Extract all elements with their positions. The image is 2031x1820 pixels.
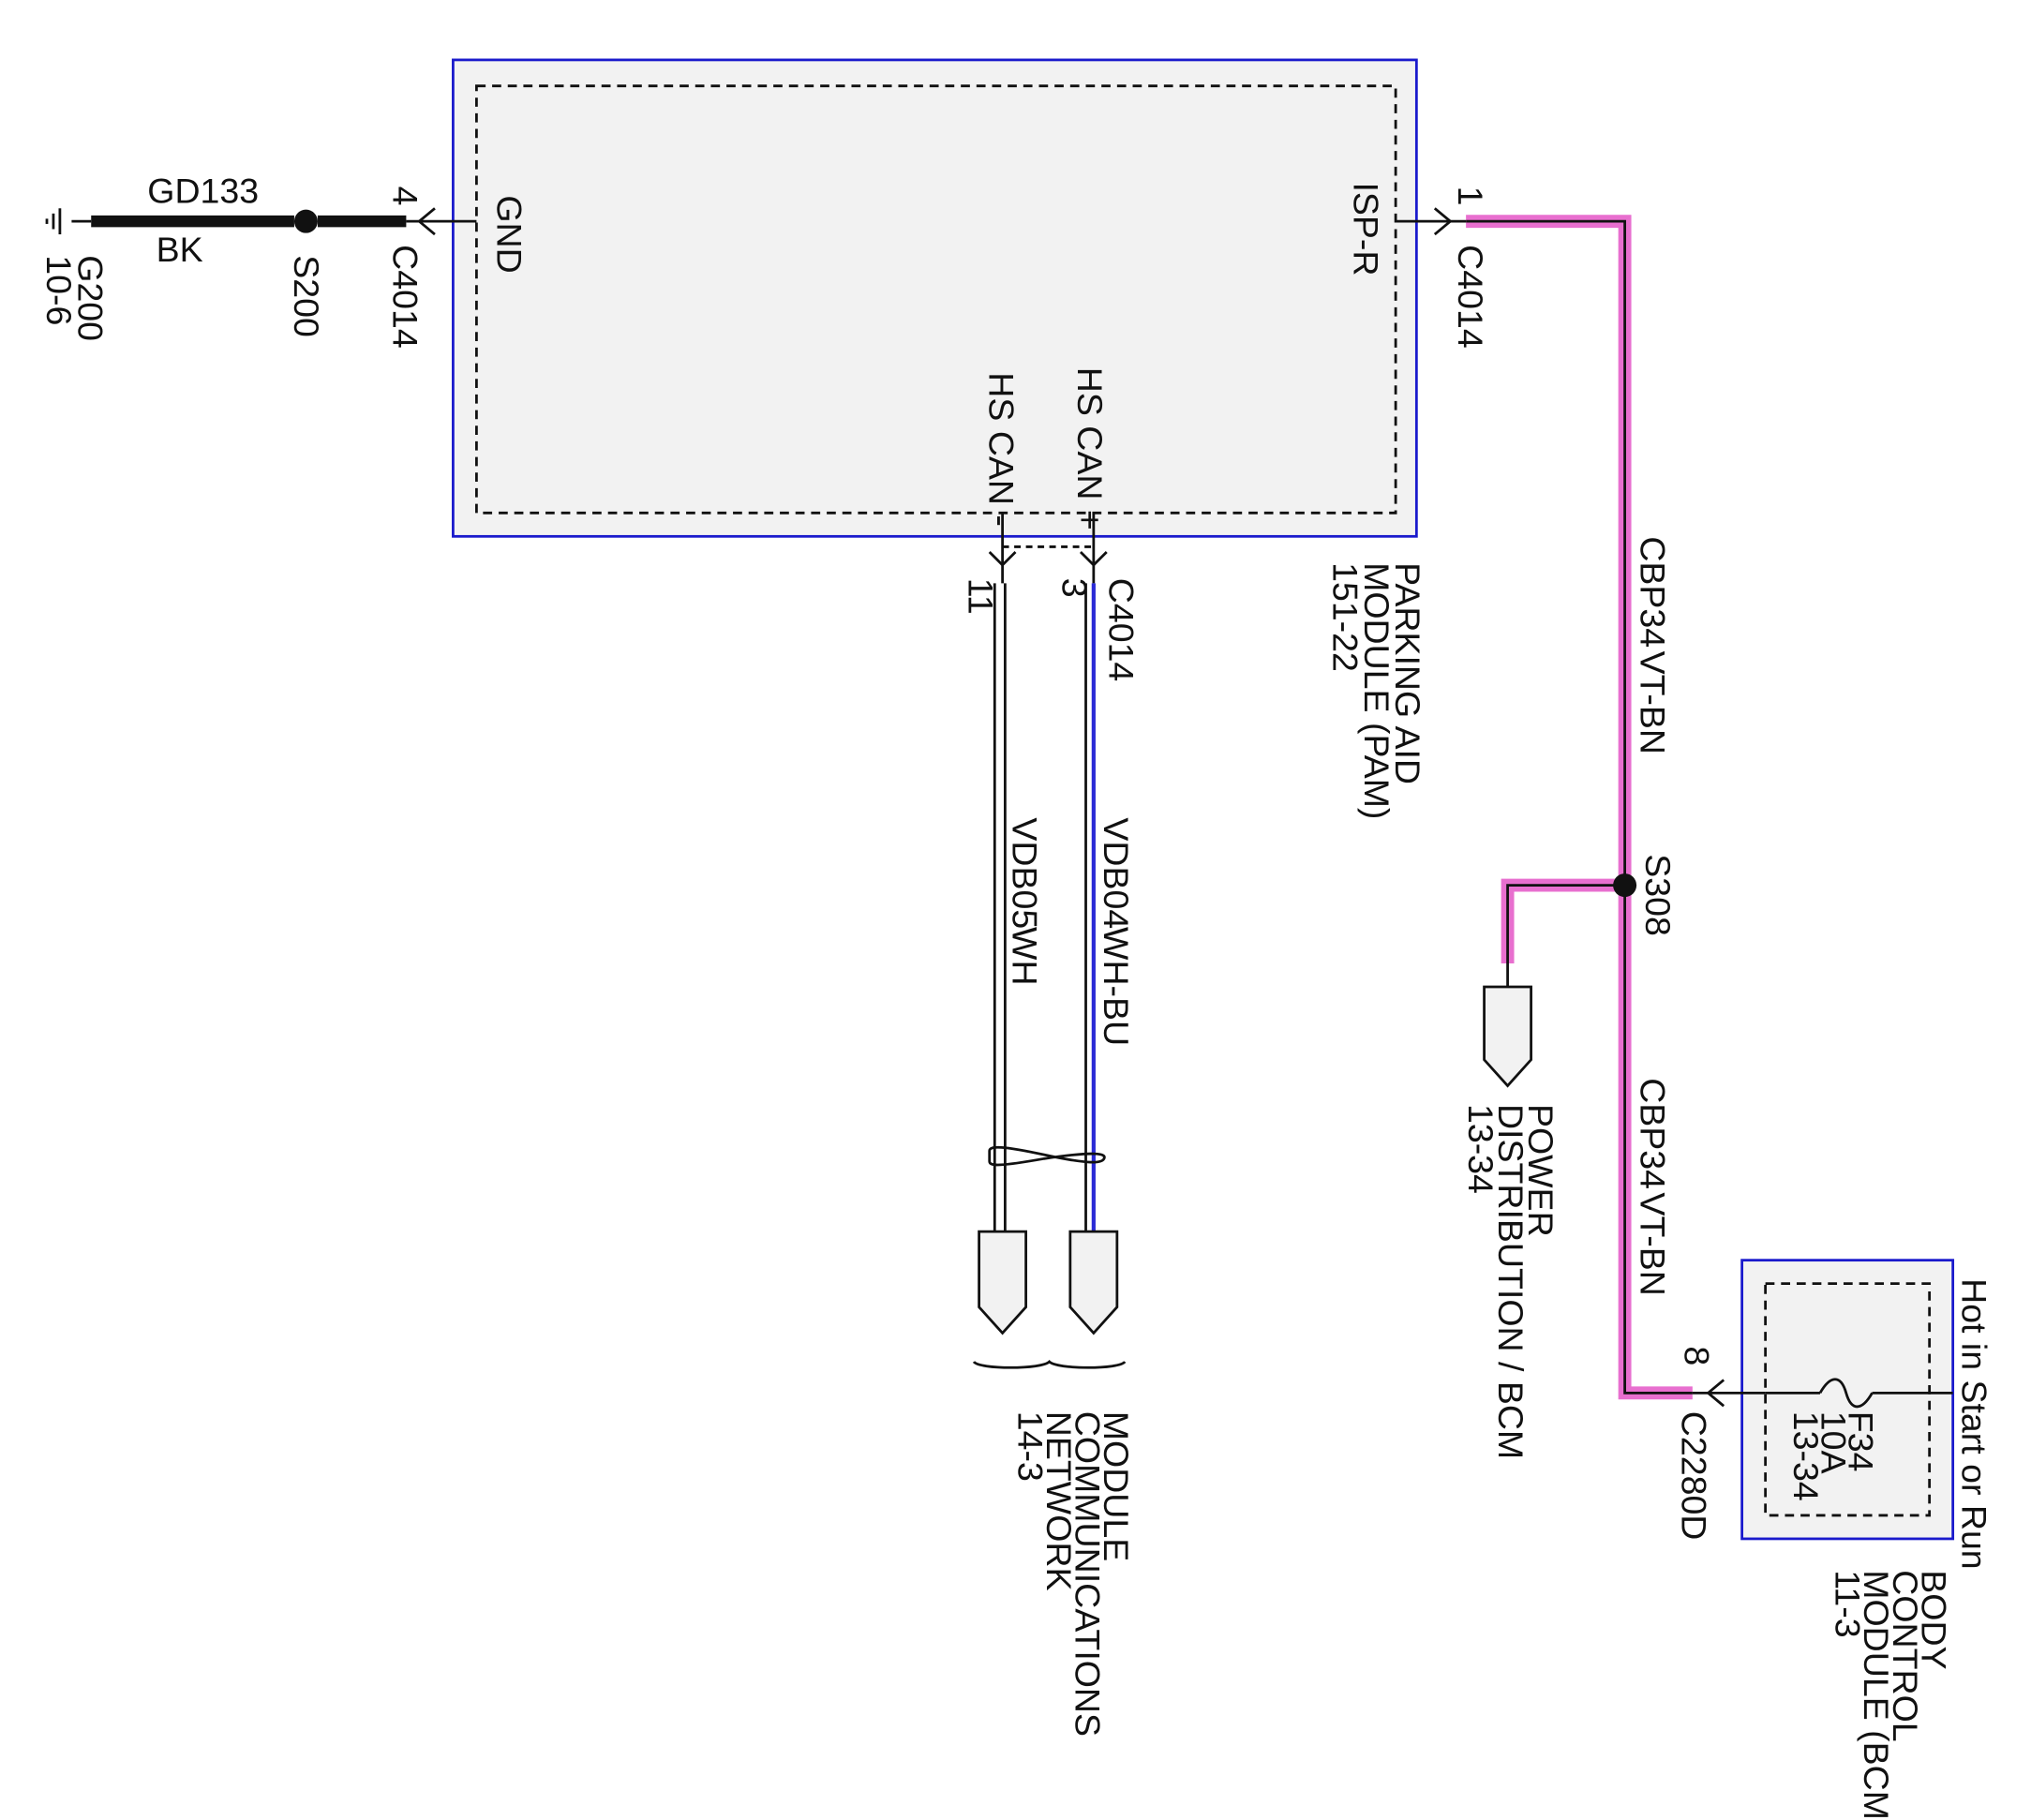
ground-symbol bbox=[45, 208, 92, 235]
splice-s308-label: S308 bbox=[1638, 854, 1678, 936]
gnd-pin-connector-symbol bbox=[417, 207, 436, 236]
mcn-line1: MODULE bbox=[1097, 1411, 1136, 1561]
power-wire-bottom-color: VT-BN bbox=[1633, 1192, 1672, 1295]
splice-s308-dot bbox=[1613, 873, 1637, 898]
bcm-name-line2: CONTROL bbox=[1886, 1570, 1925, 1741]
bcm-module-inner-dashed bbox=[1764, 1282, 1932, 1517]
power-distribution-line2: DISTRIBUTION / BCM bbox=[1491, 1104, 1531, 1459]
power-wire-top-circuit: CBP34 bbox=[1633, 536, 1672, 648]
bcm-page-ref: 11-3 bbox=[1829, 1570, 1868, 1637]
pam-name-line2: MODULE (PAM) bbox=[1357, 562, 1396, 819]
mcn-brace bbox=[972, 1360, 1127, 1369]
fuse-f34-page-ref: 13-34 bbox=[1786, 1411, 1826, 1501]
mcn-line2: COMMUNICATIONS bbox=[1068, 1411, 1107, 1737]
can-high-circuit: VDB04 bbox=[1097, 817, 1136, 929]
pam-module-box bbox=[452, 58, 1418, 538]
pam-module-inner-dashed bbox=[475, 84, 1397, 515]
wire-cbp34-branch bbox=[1501, 878, 1625, 963]
power-distribution-arrow bbox=[1483, 985, 1532, 1088]
pam-can-connector-label: C4014 bbox=[1102, 578, 1142, 682]
splice-s200-label: S200 bbox=[287, 255, 326, 337]
pam-pin-gnd-label: GND bbox=[490, 195, 530, 273]
can-low-color: WH bbox=[1006, 927, 1045, 985]
ground-wire-circuit-label: GD133 bbox=[147, 172, 259, 211]
splice-s200-dot bbox=[293, 209, 318, 233]
mcn-arrow-can-low bbox=[978, 1230, 1028, 1335]
ground-wire-color-label: BK bbox=[157, 230, 203, 269]
bcm-pin-connector-symbol bbox=[1706, 1379, 1725, 1408]
twisted-pair-symbol bbox=[988, 1145, 1106, 1167]
pam-name-line1: PARKING AID bbox=[1388, 562, 1427, 784]
pam-pin-canh-label: HS CAN + bbox=[1070, 367, 1110, 530]
ground-page-ref-label: 10-6 bbox=[39, 255, 79, 325]
power-wire-bottom-circuit: CBP34 bbox=[1633, 1078, 1672, 1189]
pam-pin-ispr-label: ISP-R bbox=[1347, 182, 1386, 276]
mcn-page-ref: 14-3 bbox=[1010, 1411, 1050, 1482]
canh-pin-connector-symbol bbox=[1079, 551, 1108, 567]
fuse-f34-rating: 10A bbox=[1814, 1411, 1853, 1474]
bcm-name-line1: BODY bbox=[1914, 1570, 1953, 1669]
power-distribution-page-ref: 13-34 bbox=[1461, 1104, 1501, 1194]
can-high-color: WH-BU bbox=[1097, 927, 1136, 1046]
wire-cbp34-branch-tracer bbox=[1506, 884, 1625, 963]
gnd-connector-label: C4014 bbox=[386, 245, 426, 349]
pam-pin-canh-number: 3 bbox=[1055, 578, 1095, 598]
ispr-connector-label: C4014 bbox=[1451, 245, 1490, 349]
bcm-pin-number: 8 bbox=[1677, 1346, 1716, 1365]
pam-pin-canl-label: HS CAN - bbox=[982, 372, 1022, 527]
gnd-pin-number: 4 bbox=[386, 186, 426, 206]
wire-cbp34-main-tracer bbox=[1466, 219, 1693, 1395]
can-low-circuit: VDB05 bbox=[1006, 817, 1045, 929]
bcm-hot-label: Hot in Start or Run bbox=[1954, 1278, 1994, 1570]
bcm-name-line3: MODULE (BCM) bbox=[1857, 1570, 1896, 1820]
ispr-pin-connector-symbol bbox=[1433, 207, 1453, 236]
canl-pin-connector-symbol bbox=[988, 551, 1017, 567]
pam-page-ref: 151-22 bbox=[1325, 562, 1365, 672]
power-wire-top-color: VT-BN bbox=[1633, 651, 1672, 754]
power-distribution-line1: POWER bbox=[1521, 1104, 1561, 1237]
mcn-line3: NETWORK bbox=[1039, 1411, 1079, 1591]
ground-name-label: G200 bbox=[70, 255, 110, 341]
mcn-arrow-can-high bbox=[1068, 1230, 1119, 1335]
fuse-f34-symbol bbox=[1818, 1378, 1874, 1409]
ispr-pin-number: 1 bbox=[1451, 186, 1490, 206]
bcm-connector-label: C2280D bbox=[1675, 1411, 1714, 1541]
fuse-f34-name: F34 bbox=[1842, 1411, 1881, 1472]
pam-pin-canl-number: 11 bbox=[961, 578, 1000, 615]
